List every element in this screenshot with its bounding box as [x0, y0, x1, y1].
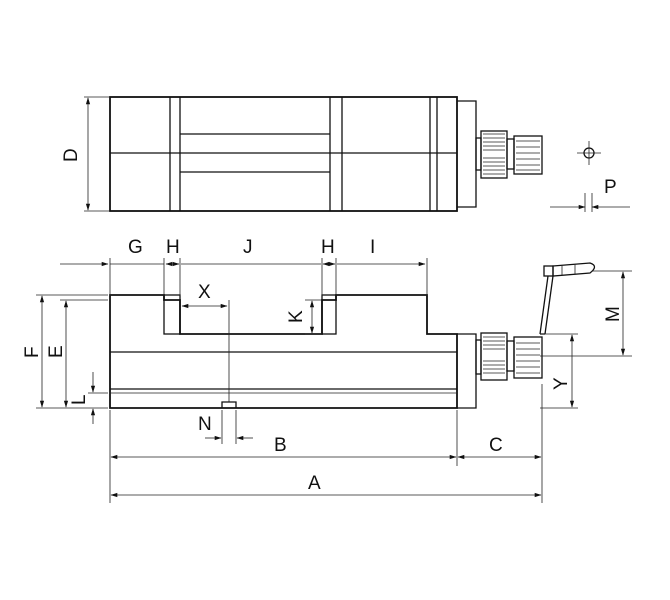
- label-G: G: [128, 237, 143, 258]
- label-J: J: [243, 237, 253, 258]
- label-M: M: [603, 306, 624, 322]
- side-spindle-head: [513, 336, 543, 379]
- label-I: I: [370, 237, 375, 258]
- label-L: L: [69, 394, 90, 405]
- key-notch: [221, 401, 237, 408]
- label-B: B: [274, 435, 287, 456]
- label-H1: H: [166, 237, 180, 258]
- top-spindle-head: [513, 135, 543, 175]
- side-spindle-nut: [480, 332, 508, 381]
- dimensions: [36, 258, 632, 503]
- crank-grip: [552, 262, 596, 277]
- label-C: C: [489, 435, 503, 456]
- label-N: N: [198, 414, 212, 435]
- label-H2: H: [321, 237, 335, 258]
- side-view: [109, 262, 596, 409]
- crank-handle: [539, 262, 596, 335]
- fixed-jaw: [163, 294, 181, 335]
- label-E: E: [46, 345, 67, 358]
- labels: D P G H J H I X K F E L N M Y B C A: [22, 148, 624, 494]
- p-detail: [550, 141, 630, 212]
- label-F: F: [22, 346, 43, 358]
- top-spindle-nut: [480, 130, 508, 179]
- top-view-body: [109, 96, 458, 212]
- label-P: P: [604, 177, 617, 198]
- moving-jaw: [321, 294, 337, 335]
- label-A: A: [308, 473, 321, 494]
- top-view: [84, 96, 543, 212]
- label-K: K: [286, 310, 307, 323]
- label-Y: Y: [551, 377, 572, 390]
- label-D: D: [61, 148, 82, 162]
- side-end-step: [457, 333, 477, 409]
- label-X: X: [198, 282, 211, 303]
- top-end-step: [457, 100, 477, 208]
